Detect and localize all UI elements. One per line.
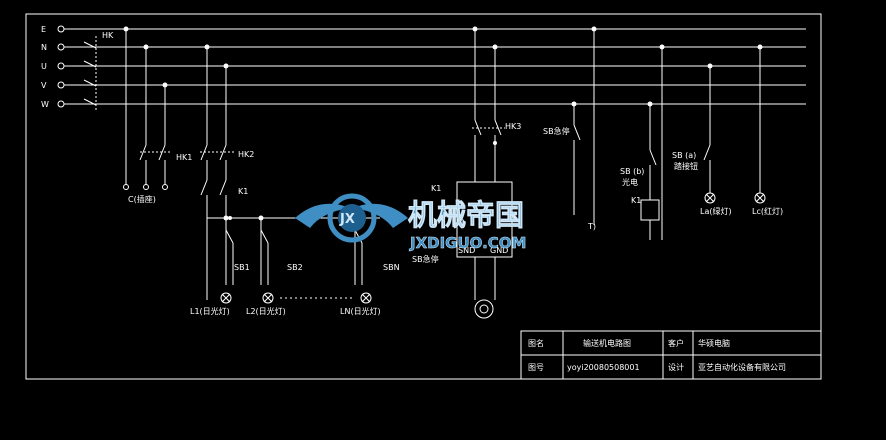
bus-label-v: V [41,81,47,90]
sb-stop-label-top: SB急停 [543,126,570,136]
sb-stop-label-bottom: SB急停 [412,254,439,264]
k1-label-a: K1 [238,187,248,196]
sb2-label: SB2 [287,263,303,272]
title-block-r1c2: 输送机电路图 [583,338,631,348]
la-label: La(绿灯) [700,206,732,216]
control-branch: SB急停 T) SB (b) 光电 K1 [543,26,660,240]
l1-label: L1(日光灯) [190,306,230,316]
bus-label-n: N [41,43,47,52]
title-block-r2c2: yoyi20080508001 [567,363,640,372]
hk-label: HK [102,31,114,40]
socket-label: C(插座) [128,194,156,204]
sb-b-label: SB (b) [620,167,644,176]
motor-branch: HK3 K1 SND GND SB急停 [412,26,521,319]
sbn-label: SBN [383,263,400,272]
watermark-badge: JX [339,212,355,227]
title-block: 图名 输送机电路图 客户 华硕电脑 图号 yoyi20080508001 设计 … [520,330,822,380]
hk1-label: HK1 [176,153,192,162]
main-switch-hk: HK [83,31,114,110]
drawing-frame [25,13,822,380]
sb-a-label: SB (a) [672,151,696,160]
socket-branch: HK1 C(插座) [123,26,192,204]
sb1-label: SB1 [234,263,250,272]
title-block-r1c4: 华硕电脑 [698,338,730,348]
lc-label: Lc(红灯) [752,206,783,216]
watermark-url: JXDIGUO.COM [409,234,526,252]
ln-label: LN(日光灯) [340,306,381,316]
title-block-r2c3: 设计 [668,362,684,372]
title-block-r2c1: 图号 [528,363,544,372]
hk2-label: HK2 [238,150,254,159]
fragment-t-label: T) [587,222,596,231]
snd-label: SND [458,246,475,255]
title-block-r2c4: 亚艺自动化设备有限公司 [698,362,786,372]
hk3-label: HK3 [505,122,521,131]
title-block-r1c3: 客户 [668,338,684,348]
bus-bars: E N U V W [41,25,806,109]
watermark-title: 机械帝国 [408,198,524,232]
title-block-r1c1: 图名 [528,338,544,348]
watermark-logo: JX 机械帝国 JXDIGUO.COM [295,193,527,252]
bus-label-e: E [41,25,46,34]
k1-label-c: K1 [631,196,641,205]
l2-label: L2(日光灯) [246,306,286,316]
signal-lamp-branch: SB (a) 踏接钮 La(绿灯) Lc(红灯) [659,44,783,240]
sb-b-sublabel: 光电 [622,177,638,187]
bus-label-w: W [41,100,49,109]
gnd-label: GND [490,246,508,255]
bus-label-u: U [41,62,47,71]
sb-a-sublabel: 踏接钮 [674,161,698,171]
k1-label-b: K1 [431,184,441,193]
